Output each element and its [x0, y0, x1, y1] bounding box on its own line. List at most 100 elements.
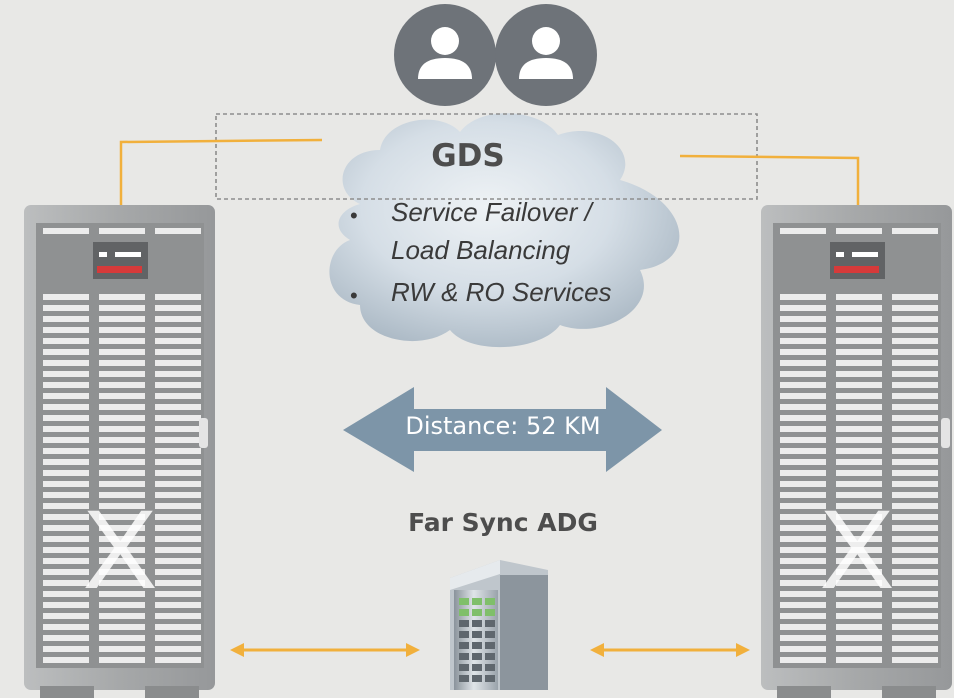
rack-vent-slot — [780, 547, 826, 553]
rack-vent-slot — [780, 437, 826, 443]
rack-vent-slot — [43, 437, 89, 443]
far-sync-label: Far Sync ADG — [408, 508, 598, 537]
rack-vent-slot — [780, 624, 826, 630]
rack-vent-slot — [780, 228, 826, 234]
rack-vent-slot — [836, 426, 882, 432]
rack-vent-slot — [836, 437, 882, 443]
rack-vent-slot — [836, 624, 882, 630]
rack-vent-slot — [43, 646, 89, 652]
rack-vent-slot — [99, 448, 145, 454]
rack-vent-slot — [155, 393, 201, 399]
rack-vent-slot — [155, 338, 201, 344]
rack-vent-slot — [780, 558, 826, 564]
rack-vent-slot — [43, 404, 89, 410]
rack-vent-slot — [836, 536, 882, 542]
rack-vent-slot — [155, 437, 201, 443]
rack-vent-slot — [780, 580, 826, 586]
rack-vent-slot — [780, 602, 826, 608]
rack-vent-slot — [43, 360, 89, 366]
rack-vent-slot — [155, 360, 201, 366]
rack-vent-slot — [780, 470, 826, 476]
rack-vent-slot — [780, 349, 826, 355]
rack-vent-slot — [155, 569, 201, 575]
rack-vent-slot — [43, 492, 89, 498]
rack-vent-slot — [43, 591, 89, 597]
rack-vent-slot — [836, 338, 882, 344]
rack-vent-slot — [892, 349, 938, 355]
rack-vent-slot — [780, 448, 826, 454]
rack-vent-slot — [892, 657, 938, 663]
rack-vent-slot — [892, 547, 938, 553]
rack-vent-slot — [155, 602, 201, 608]
rack-vent-slot — [780, 404, 826, 410]
rack-vent-slot — [155, 481, 201, 487]
rack-vent-slot — [99, 635, 145, 641]
server-drive-slot — [485, 675, 495, 682]
rack-vent-slot — [99, 338, 145, 344]
rack-vent-slot — [43, 426, 89, 432]
rack-vent-slot — [780, 305, 826, 311]
rack-vent-slot — [892, 382, 938, 388]
rack-vent-slot — [780, 635, 826, 641]
rack-vent-slot — [836, 492, 882, 498]
svg-text:X: X — [83, 487, 158, 612]
rack-vent-slot — [155, 514, 201, 520]
rack-vent-slot — [155, 459, 201, 465]
bullet-dot: • — [350, 203, 358, 228]
gds-bullet-line: Load Balancing — [391, 235, 571, 265]
rack-vent-slot — [99, 580, 145, 586]
rack-vent-slot — [892, 470, 938, 476]
rack-vent-slot — [836, 294, 882, 300]
rack-vent-slot — [892, 327, 938, 333]
server-drive-slot — [459, 609, 469, 616]
rack-vent-slot — [43, 316, 89, 322]
rack-vent-slot — [43, 371, 89, 377]
server-drive-slot — [459, 620, 469, 627]
gds-cloud — [329, 113, 680, 348]
user-icon — [394, 4, 496, 106]
rack-vent-slot — [43, 580, 89, 586]
rack-vent-slot — [99, 514, 145, 520]
rack-vent-slot — [780, 503, 826, 509]
rack-vent-slot — [43, 448, 89, 454]
rack-vent-slot — [836, 382, 882, 388]
rack-vent-slot — [43, 228, 89, 234]
rack-vent-slot — [892, 437, 938, 443]
rack-vent-slot — [836, 591, 882, 597]
rack-vent-slot — [99, 481, 145, 487]
rack-vent-slot — [836, 525, 882, 531]
rack-vent-slot — [892, 569, 938, 575]
rack-vent-slot — [780, 591, 826, 597]
rack-vent-slot — [892, 448, 938, 454]
rack-vent-slot — [99, 558, 145, 564]
rack-vent-slot — [99, 591, 145, 597]
rack-vent-slot — [892, 294, 938, 300]
rack-vent-slot — [892, 580, 938, 586]
rack-vent-slot — [99, 459, 145, 465]
rack-vent-slot — [892, 602, 938, 608]
rack-vent-slot — [99, 415, 145, 421]
rack-vent-slot — [99, 327, 145, 333]
server-drive-slot — [485, 620, 495, 627]
rack-vent-slot — [780, 426, 826, 432]
rack-vent-slot — [892, 492, 938, 498]
exadata-rack-icon: X — [24, 205, 215, 698]
rack-vent-slot — [892, 514, 938, 520]
rack-vent-slot — [780, 371, 826, 377]
exadata-rack-icon: X — [761, 205, 952, 698]
rack-vent-slot — [99, 228, 145, 234]
rack-vent-slot — [99, 371, 145, 377]
rack-vent-slot — [780, 536, 826, 542]
rack-vent-slot — [99, 470, 145, 476]
rack-vent-slot — [155, 635, 201, 641]
rack-vent-slot — [155, 624, 201, 630]
rack-vent-slot — [836, 613, 882, 619]
gds-bullet-line: RW & RO Services — [391, 277, 612, 307]
rack-vent-slot — [836, 371, 882, 377]
rack-vent-slot — [155, 448, 201, 454]
rack-vent-slot — [892, 558, 938, 564]
rack-vent-slot — [43, 481, 89, 487]
rack-vent-slot — [892, 613, 938, 619]
rack-vent-slot — [836, 360, 882, 366]
rack-vent-slot — [43, 305, 89, 311]
